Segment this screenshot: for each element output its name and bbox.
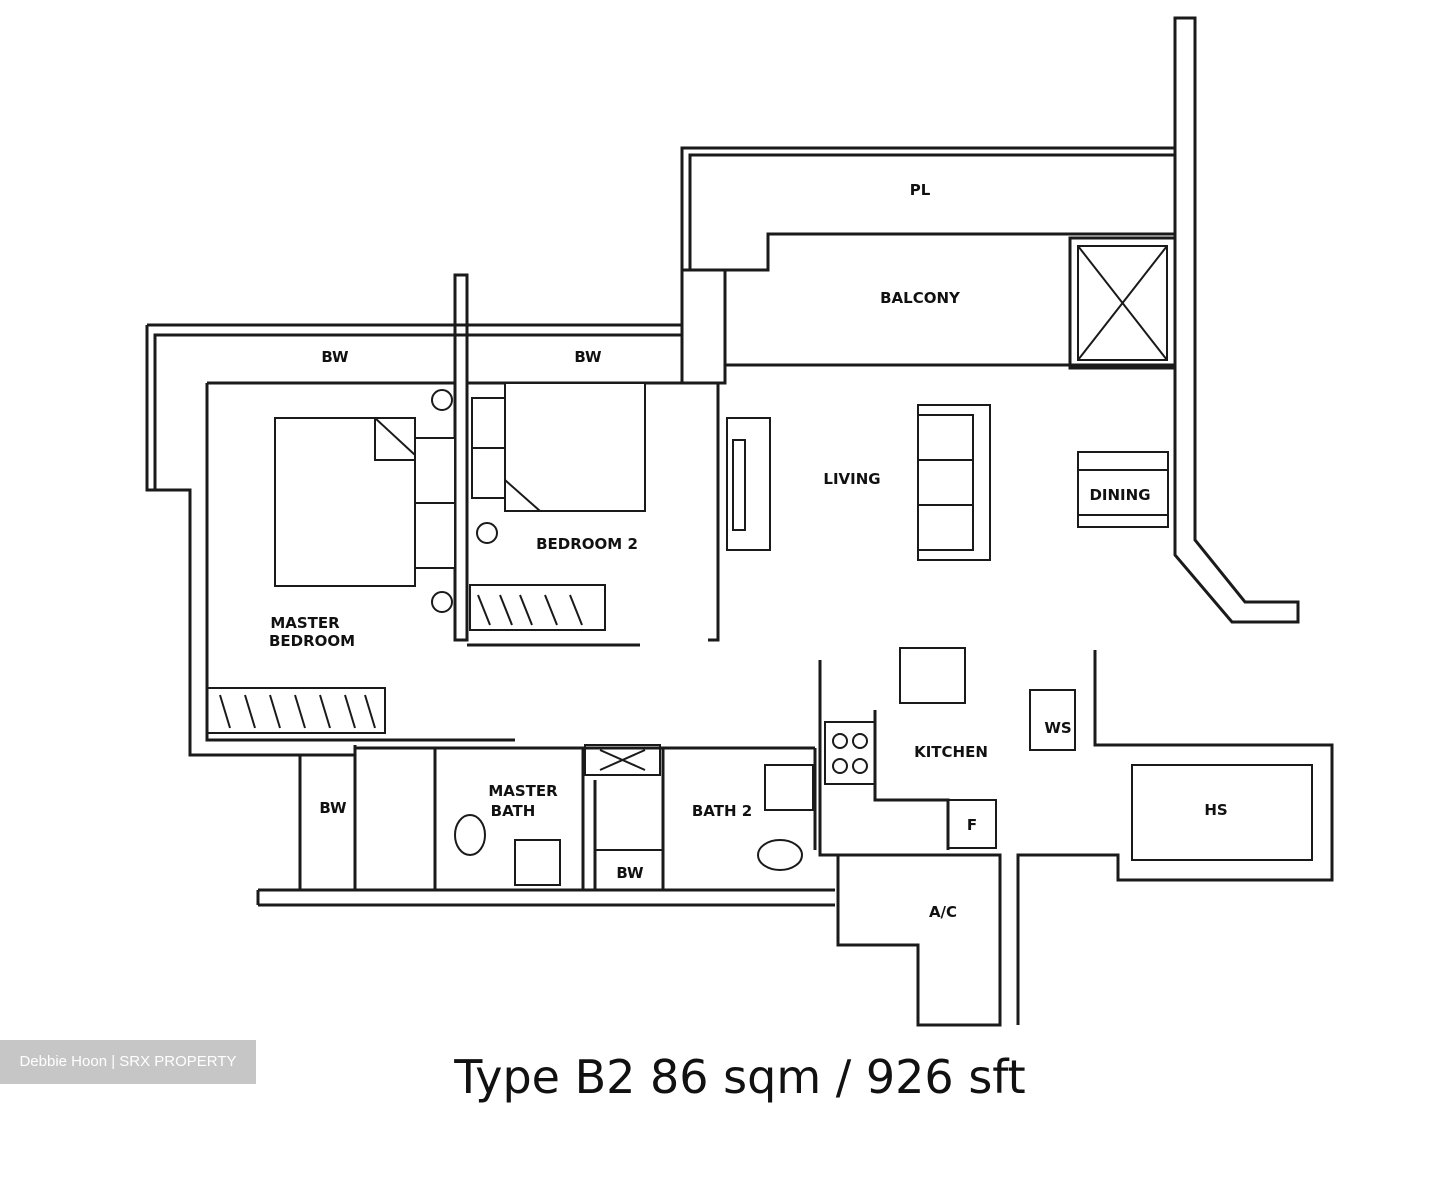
kitchen-walls xyxy=(818,647,1334,1027)
plan-caption: Type B2 86 sqm / 926 sft xyxy=(454,1050,1026,1104)
label-master-bedroom-1: MASTER xyxy=(270,614,340,632)
label-bw-bottom: BW xyxy=(616,864,644,882)
label-bedroom-2: BEDROOM 2 xyxy=(536,535,638,553)
label-ws: WS xyxy=(1044,719,1071,737)
label-dining: DINING xyxy=(1089,486,1150,504)
label-pl: PL xyxy=(910,181,931,199)
label-balcony: BALCONY xyxy=(880,289,961,307)
living-furniture xyxy=(917,404,1169,561)
outer-walls xyxy=(680,16,1300,624)
watermark-badge: Debbie Hoon | SRX PROPERTY xyxy=(0,1040,256,1084)
label-master-bath-1: MASTER xyxy=(488,782,558,800)
label-master-bedroom-2: BEDROOM xyxy=(269,632,355,650)
label-fridge: F xyxy=(967,816,977,834)
label-bw-left: BW xyxy=(319,799,347,817)
bedroom-walls xyxy=(145,273,771,757)
label-kitchen: KITCHEN xyxy=(914,743,988,761)
label-hs: HS xyxy=(1204,801,1227,819)
label-living: LIVING xyxy=(823,470,880,488)
label-bw-top-left: BW xyxy=(321,348,349,366)
bath-walls xyxy=(256,744,835,907)
label-master-bath-2: BATH xyxy=(491,802,536,820)
label-ac: A/C xyxy=(929,903,957,921)
label-bw-top-right: BW xyxy=(574,348,602,366)
label-bath-2: BATH 2 xyxy=(692,802,752,820)
